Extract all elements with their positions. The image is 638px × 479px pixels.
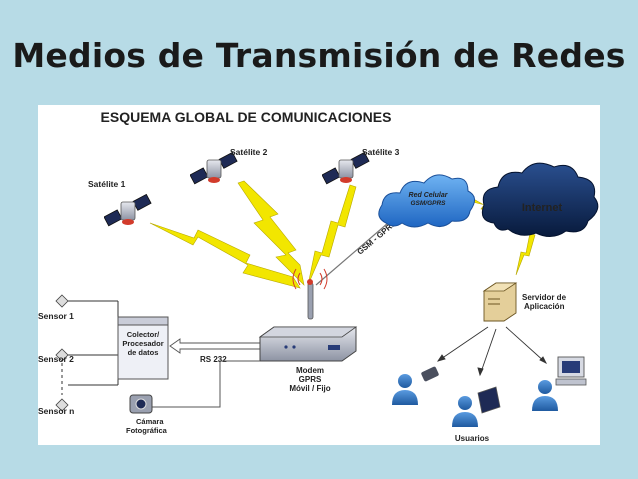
satellite-3-label: Satélite 3	[362, 147, 400, 157]
sensors: Sensor 1 Sensor 2 Sensor n	[38, 294, 119, 416]
camera-link	[152, 360, 260, 408]
satellite-3-icon	[322, 151, 370, 185]
arrow-desktop-user	[539, 356, 548, 365]
internet-cloud-icon	[481, 162, 599, 237]
modem-antenna-tip	[307, 279, 313, 285]
modem-led-1	[284, 345, 288, 349]
link-to-desktop-user	[505, 326, 547, 364]
modem-display	[328, 345, 340, 350]
satellite-1: Satélite 1	[88, 179, 152, 227]
modem: Modem GPRS Móvil / Fijo	[258, 268, 358, 393]
rs232-arrow	[169, 338, 271, 354]
cellular-cloud: Red Celular GSM/GPRS	[378, 174, 475, 228]
satellite-2-label: Satélite 2	[230, 147, 268, 157]
collector-label-3: de datos	[128, 348, 159, 357]
modem-antenna	[307, 282, 314, 320]
camera-label-2: Fotográfica	[126, 426, 168, 435]
sensor-2-icon	[55, 348, 69, 362]
camera-lens	[135, 398, 147, 410]
sensor-1-icon	[55, 294, 69, 308]
sensor-1-label: Sensor 1	[38, 311, 74, 321]
mobile-phone-icon	[421, 366, 439, 382]
lightning-satellite-1	[149, 222, 301, 289]
satellite-1-label: Satélite 1	[88, 179, 126, 189]
rs232-label: RS 232	[200, 355, 227, 364]
modem-top	[258, 326, 358, 338]
desktop-screen	[562, 361, 580, 373]
sensor-n-icon	[55, 398, 69, 412]
user-desktop-icon	[532, 380, 558, 411]
server-user-links	[436, 326, 548, 377]
diagram-panel: ESQUEMA GLOBAL DE COMUNICACIONES GSM - G…	[38, 105, 600, 445]
sensor-n-label: Sensor n	[38, 406, 74, 416]
satellite-links	[149, 180, 357, 289]
communications-diagram: ESQUEMA GLOBAL DE COMUNICACIONES GSM - G…	[38, 109, 599, 443]
users-label: Usuarios	[455, 434, 490, 443]
lightning-internet-server	[515, 232, 536, 276]
cellular-cloud-icon	[378, 174, 475, 228]
modem-label-2: GPRS	[299, 375, 322, 384]
collector-box	[117, 316, 169, 380]
server-label-1: Servidor de	[522, 293, 567, 302]
satellite-3: Satélite 3	[322, 147, 400, 185]
modem-led-2	[292, 345, 296, 349]
internet-cloud-label: Internet	[522, 202, 563, 214]
user-laptop-icon	[452, 396, 478, 427]
internet-cloud: Internet	[481, 162, 599, 237]
collector: Colector/ Procesador de datos	[117, 316, 169, 380]
collector-label-1: Colector/	[127, 330, 160, 339]
camera-label-1: Cámara	[136, 417, 164, 426]
laptop-icon	[477, 386, 501, 414]
cellular-cloud-label-2: GSM/GPRS	[410, 200, 446, 207]
server-label-2: Aplicación	[524, 302, 565, 311]
rs232-link: RS 232	[169, 338, 271, 364]
link-to-laptop-user	[479, 328, 497, 376]
desktop-keyboard-icon	[555, 378, 587, 386]
server: Servidor de Aplicación	[482, 282, 567, 322]
gsm-link	[315, 222, 389, 286]
camera: Cámara Fotográfica	[126, 360, 260, 435]
satellite-2: Satélite 2	[190, 147, 268, 185]
collector-label-2: Procesador	[122, 339, 163, 348]
link-to-phone-user	[437, 326, 489, 362]
arrow-phone-user	[436, 354, 446, 362]
diagram-heading: ESQUEMA GLOBAL DE COMUNICACIONES	[101, 109, 392, 125]
modem-signal-icon	[292, 268, 328, 290]
slide-title: Medios de Transmisión de Redes	[12, 36, 626, 75]
collector-box-header	[117, 316, 169, 326]
server-top	[482, 282, 518, 292]
sensor-2-label: Sensor 2	[38, 354, 74, 364]
arrow-laptop-user	[477, 367, 484, 377]
user-phone-icon	[392, 374, 418, 405]
users: Usuarios	[392, 356, 587, 443]
satellite-1-icon	[104, 193, 152, 227]
modem-label-1: Modem	[296, 366, 324, 375]
modem-label-3: Móvil / Fijo	[289, 384, 330, 393]
lightning-satellite-2	[237, 180, 305, 286]
satellite-2-icon	[190, 151, 238, 185]
lightning-satellite-3	[307, 184, 357, 286]
cellular-cloud-label-1: Red Celular	[409, 192, 449, 199]
